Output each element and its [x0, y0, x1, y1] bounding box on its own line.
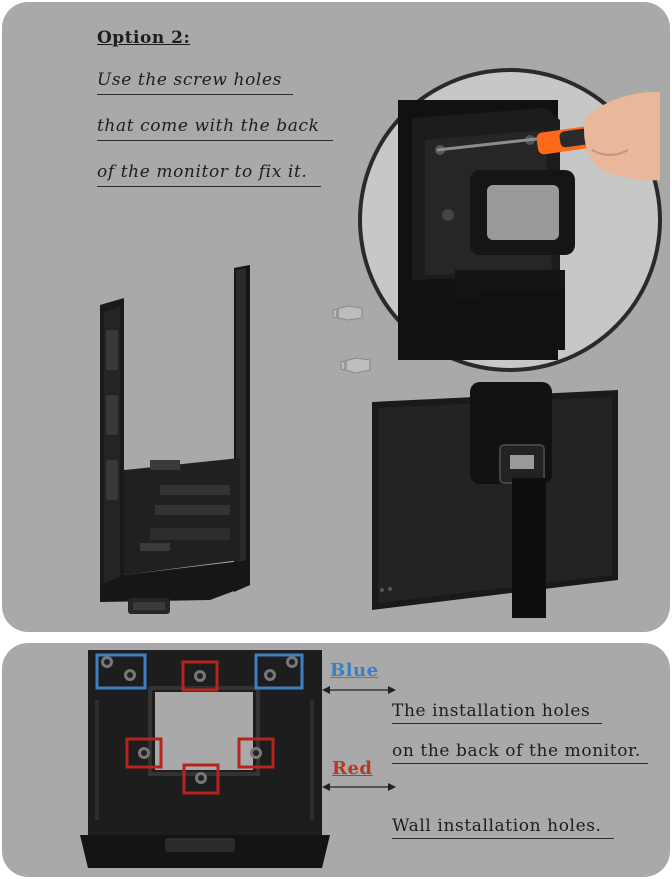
screw-hole-icon — [138, 747, 150, 759]
instruction-line-1: Use the screw holes — [97, 70, 282, 90]
screw-hole-icon — [101, 656, 113, 668]
red-highlight-box — [181, 660, 219, 692]
screw-hole-icon — [286, 656, 298, 668]
blue-description-underline-2 — [392, 763, 648, 764]
blue-description-underline-1 — [392, 723, 602, 724]
screw-hole-icon — [250, 747, 262, 759]
screw-hole-icon — [124, 669, 136, 681]
blue-highlight-box — [95, 653, 147, 690]
instruction-line-3: of the monitor to fix it. — [97, 162, 308, 182]
instruction-line-2: that come with the back — [97, 116, 320, 136]
instruction-underline-2 — [97, 140, 333, 141]
red-highlight-box — [125, 737, 163, 769]
blue-label: Blue — [330, 660, 379, 681]
screw-icon — [332, 305, 363, 321]
inset-circle — [358, 68, 662, 372]
blue-highlight-box — [254, 653, 304, 690]
screw-hole-icon — [195, 772, 207, 784]
option-heading: Option 2: — [97, 28, 191, 48]
blue-description-line-1: The installation holes — [392, 701, 591, 721]
red-description-underline — [392, 838, 614, 839]
red-label: Red — [332, 758, 373, 779]
blue-description-line-2: on the back of the monitor. — [392, 741, 641, 761]
monitor-illustration — [372, 382, 618, 618]
red-highlight-box — [182, 763, 220, 795]
red-description: Wall installation holes. — [392, 816, 602, 836]
double-arrow-icon — [322, 686, 396, 694]
bracket-illustration — [100, 265, 250, 614]
red-highlight-box — [237, 737, 275, 769]
mounting-plate-illustration — [80, 650, 330, 868]
double-arrow-icon — [322, 783, 396, 791]
screw-hole-icon — [264, 669, 276, 681]
instruction-underline-1 — [97, 94, 293, 95]
instruction-underline-3 — [97, 186, 321, 187]
screw-hole-icon — [194, 670, 206, 682]
screw-icon — [340, 357, 371, 374]
